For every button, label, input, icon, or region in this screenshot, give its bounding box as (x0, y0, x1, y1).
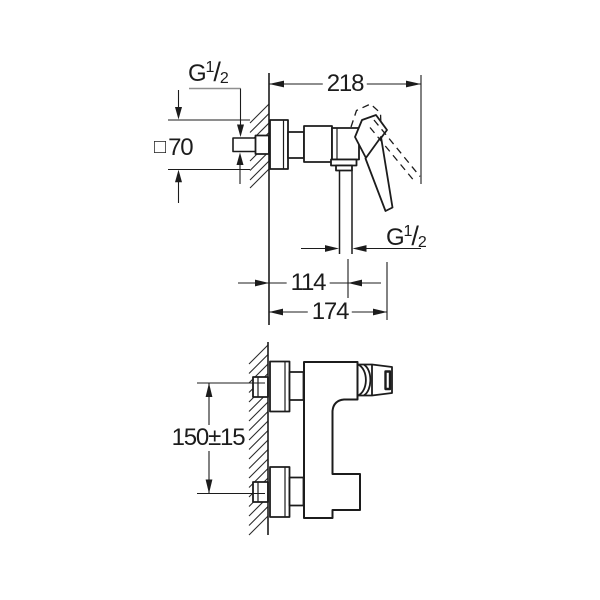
mixer-body-side (269, 119, 360, 254)
lever-handle-alt-position (350, 103, 421, 183)
dim-label-offset-114: 114 (286, 270, 330, 296)
outlet-pipe (338, 170, 353, 254)
dimension-outlet-thread (301, 245, 421, 252)
handle-end-cap (384, 370, 392, 391)
escutcheon-top (269, 360, 291, 413)
dimension-218 (269, 75, 422, 184)
thread-numerator: 1 (403, 223, 413, 240)
thread-slash: / (411, 221, 419, 251)
body-block (303, 125, 333, 163)
square-value: 70 (168, 134, 194, 161)
dim-label-outlet-thread: G1/2 (382, 222, 431, 251)
union-nut-side (287, 131, 305, 159)
lever-handle-front (357, 363, 393, 397)
cartridge-housing-side (331, 127, 360, 161)
front-view (197, 342, 393, 536)
outlet-step-2 (335, 164, 353, 172)
dimension-inlet-thread (189, 87, 244, 184)
wall-fittings (252, 376, 269, 503)
thread-slash: / (213, 57, 221, 87)
side-view (168, 73, 422, 325)
inlet-connections (269, 360, 305, 518)
dim-label-inlet-thread: G1/2 (184, 58, 233, 87)
dim-label-depth-174: 174 (307, 299, 353, 325)
thread-base: G (188, 60, 207, 87)
handle-head (354, 114, 388, 159)
dimension-square-70 (168, 90, 250, 203)
escutcheon-bottom (269, 466, 291, 518)
mixer-body-front (303, 361, 361, 519)
union-nut-top (288, 371, 305, 401)
escutcheon-side (269, 119, 289, 170)
thread-numerator: 1 (205, 59, 215, 76)
wall-hatching-front (248, 344, 269, 536)
thread-denominator: 2 (219, 70, 229, 87)
dim-label-square-70: □70 (150, 134, 197, 161)
supply-pipe (232, 134, 270, 155)
wall-fitting-top (252, 376, 269, 398)
handle-lever (364, 136, 394, 212)
lever-handle (354, 114, 394, 212)
wall-fitting-bottom (252, 481, 269, 503)
thread-base: G (386, 224, 405, 251)
square-symbol: □ (154, 136, 167, 158)
thread-denominator: 2 (417, 234, 427, 251)
dim-label-depth-218: 218 (322, 71, 368, 97)
dim-label-spacing-150: 150±15 (167, 425, 249, 451)
union-nut-bottom (288, 476, 305, 507)
